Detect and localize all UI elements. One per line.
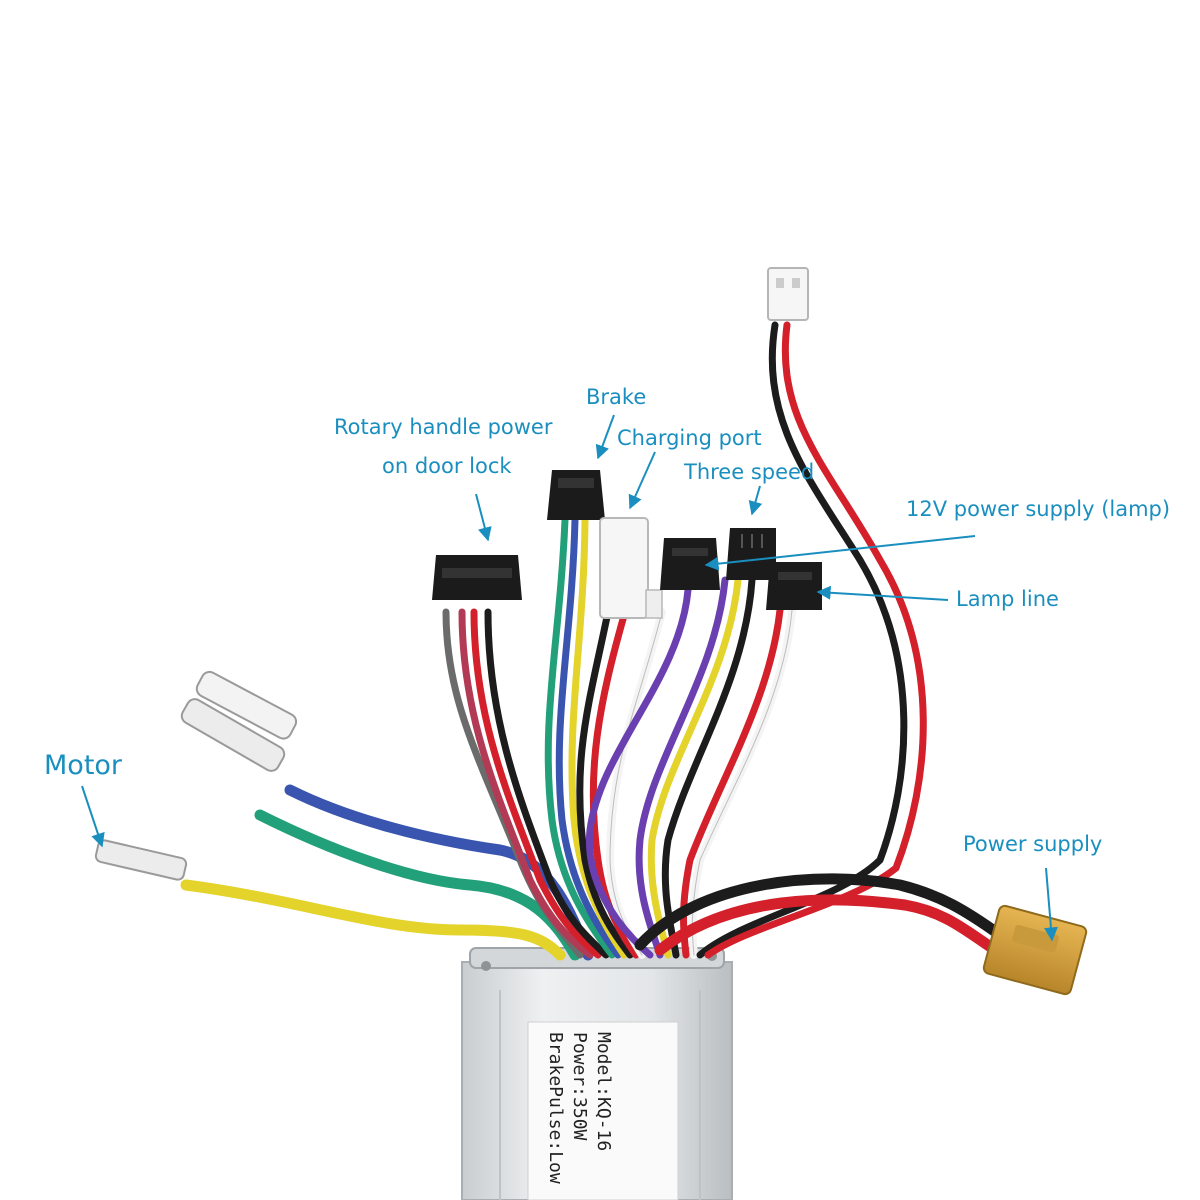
arrow-icon	[748, 485, 763, 516]
label-lamp-line: Lamp line	[956, 587, 1059, 611]
spec-sticker	[527, 1021, 679, 1200]
connector-icon	[726, 528, 776, 580]
sticker-brake-pulse: BrakePulse:Low	[545, 1032, 566, 1184]
arrow-icon	[704, 535, 976, 571]
label-charging-port: Charging port	[617, 426, 762, 450]
sticker-model: Model:KQ-16	[593, 1032, 614, 1151]
bullet-terminal-icon	[94, 839, 188, 881]
label-on-door-lock: on door lock	[382, 454, 512, 478]
lamp-supply-wires	[696, 321, 927, 959]
arrow-icon	[628, 451, 656, 510]
power-supply-wires	[634, 873, 1006, 956]
motor-terminals	[94, 670, 298, 881]
arrow-icon	[475, 493, 492, 542]
signal-wires	[442, 516, 796, 959]
connector-icon	[547, 470, 605, 520]
connector-icon	[766, 562, 822, 610]
bullet-terminal-icon	[180, 698, 286, 772]
connector-icon	[767, 267, 809, 321]
arrow-icon	[816, 585, 949, 601]
label-motor: Motor	[44, 750, 123, 781]
label-three-speed: Three speed	[684, 460, 815, 484]
label-rotary-handle-power: Rotary handle power	[334, 415, 553, 439]
connector-icon	[660, 538, 720, 590]
connector-icon	[599, 517, 663, 619]
label-power-supply: Power supply	[963, 832, 1103, 856]
label-12v-power-supply-lamp: 12V power supply (lamp)	[906, 497, 1171, 521]
callout-arrows	[81, 414, 1058, 942]
xt-plug-icon	[982, 904, 1088, 996]
controller-housing: Model:KQ-16 Power:350W BrakePulse:Low	[461, 947, 733, 1200]
arrow-icon	[595, 414, 615, 460]
arrow-icon	[81, 785, 105, 848]
sticker-power: Power:350W	[569, 1032, 590, 1141]
bullet-terminal-icon	[195, 670, 298, 740]
connector-icon	[432, 555, 522, 600]
arrow-icon	[1043, 867, 1058, 942]
label-brake: Brake	[586, 385, 647, 409]
